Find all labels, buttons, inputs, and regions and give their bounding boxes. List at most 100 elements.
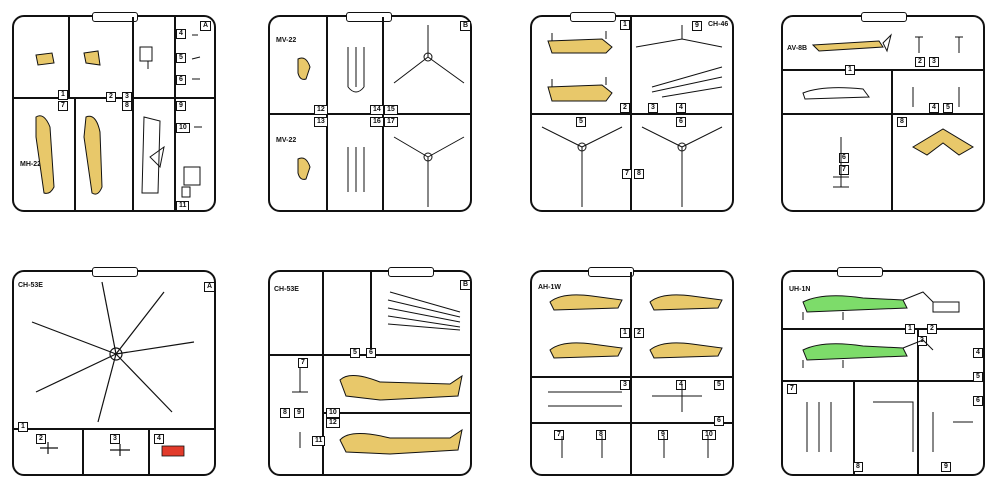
sprue-tab [346, 12, 392, 22]
ch53e-rotor-drawing [31, 281, 195, 457]
runner [148, 430, 150, 474]
part-number: 3 [110, 434, 120, 444]
runner [630, 272, 632, 474]
part-number: 12 [314, 105, 328, 115]
part-number: 10 [702, 430, 716, 440]
runner [917, 328, 919, 474]
part-number: 11 [176, 201, 190, 211]
part-number: 1 [58, 90, 68, 100]
part-number: 17 [384, 117, 398, 127]
part-number: 8 [897, 117, 907, 127]
runner [68, 17, 70, 97]
part-number: 7 [787, 384, 797, 394]
runner [783, 380, 983, 382]
sprue-label: CH-53E [274, 286, 299, 293]
part-number: 8 [122, 101, 132, 111]
sprue-frame-ch53e-body: CH-53E B 5 6 7 8 9 10 11 12 [268, 267, 472, 476]
part-number: 2 [36, 434, 46, 444]
sprue-tab [92, 267, 138, 277]
part-number: 1 [905, 324, 915, 334]
part-number: 5 [350, 348, 360, 358]
part-number: 6 [714, 416, 724, 426]
sprue-frame-mv22: MV-22 MV-22 B 12 13 14 15 16 17 [268, 12, 472, 212]
sprue-label: AH-1W [538, 284, 561, 291]
sprue-frame-av8b: AV-8B 1 2 3 4 5 6 7 8 [781, 12, 985, 212]
part-number: A [200, 21, 212, 31]
part-number: 4 [973, 348, 983, 358]
sprue-label: AV-8B [787, 45, 808, 52]
runner [891, 69, 893, 210]
runner [532, 113, 732, 115]
runner [783, 113, 983, 115]
part-number: 6 [366, 348, 376, 358]
runner [82, 430, 84, 474]
part-number: 12 [326, 418, 340, 428]
part-number: 2 [620, 103, 630, 113]
part-number: 4 [676, 103, 686, 113]
part-number: 3 [620, 380, 630, 390]
sprue-label: CH-46 [708, 21, 729, 28]
part-number: 7 [622, 169, 632, 179]
runner [783, 69, 983, 71]
part-number: 10 [176, 123, 190, 133]
part-number: 15 [384, 105, 398, 115]
runner [14, 428, 214, 430]
sprue-frame-mh22: MH-22 A 1 2 3 7 8 4 5 6 9 10 11 [12, 12, 216, 212]
part-number: 6 [676, 117, 686, 127]
sprue-label: UH-1N [789, 286, 811, 293]
part-number: 9 [941, 462, 951, 472]
part-number: 5 [576, 117, 586, 127]
part-number: 10 [326, 408, 340, 418]
part-number: 5 [176, 53, 186, 63]
sprue-frame-uh1n: UH-1N 1 2 3 4 5 6 7 8 9 [781, 267, 985, 476]
sprue-tab [92, 12, 138, 22]
part-number: 2 [915, 57, 925, 67]
runner [783, 328, 983, 330]
part-number: 5 [714, 380, 724, 390]
ah1w-parts-drawing [548, 294, 723, 458]
part-number: 2 [106, 92, 116, 102]
runner [370, 272, 372, 354]
part-number: 13 [314, 117, 328, 127]
sprue-tab [861, 12, 907, 22]
part-number: B [460, 280, 472, 290]
part-number: 9 [692, 21, 702, 31]
runner [853, 380, 855, 474]
part-number: B [460, 21, 472, 31]
part-number: 7 [839, 165, 849, 175]
sprue-tab [837, 267, 883, 277]
part-number: 16 [370, 117, 384, 127]
sprue-label: CH-53E [18, 282, 43, 289]
part-number: 8 [853, 462, 863, 472]
part-number: 2 [634, 328, 644, 338]
part-number: 1 [620, 20, 630, 30]
part-number: 4 [154, 434, 164, 444]
runner [74, 99, 76, 210]
part-number: 11 [312, 436, 326, 446]
part-number: 8 [280, 408, 290, 418]
part-number: 1 [845, 65, 855, 75]
part-number: 8 [634, 169, 644, 179]
part-number: 9 [176, 101, 186, 111]
part-number: 6 [176, 75, 186, 85]
part-number: 7 [298, 358, 308, 368]
part-number: 4 [676, 380, 686, 390]
sprue-tab [388, 267, 434, 277]
sprue-tab [588, 267, 634, 277]
part-number: 1 [18, 422, 28, 432]
sprue-frame-ah1w: AH-1W 1 2 3 4 5 6 7 8 9 10 [530, 267, 734, 476]
av8b-parts-drawing [802, 33, 974, 188]
part-number: 14 [370, 105, 384, 115]
part-number: 5 [943, 103, 953, 113]
runner [322, 272, 324, 474]
runner [324, 412, 470, 414]
part-number: 9 [658, 430, 668, 440]
sprue-tab [570, 12, 616, 22]
runner [532, 422, 732, 424]
part-number: 2 [927, 324, 937, 334]
ch53e-body-drawing [292, 291, 463, 455]
mv22-parts-drawing [297, 25, 465, 207]
mh22-parts-drawing [35, 34, 202, 198]
part-number: 6 [839, 153, 849, 163]
sprue-label: MH-22 [20, 161, 42, 168]
